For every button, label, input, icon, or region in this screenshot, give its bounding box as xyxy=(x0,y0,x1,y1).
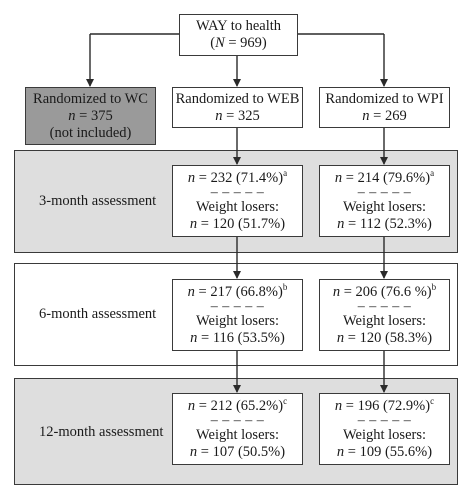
web-6-month-box: n = 217 (66.8%)b – – – – – Weight losers… xyxy=(172,279,303,351)
web-3-month-n: n = 232 (71.4%)a xyxy=(187,168,288,186)
wpi-6-month-box: n = 206 (76.6 %)b – – – – – Weight loser… xyxy=(319,279,450,351)
weight-losers-label: Weight losers: xyxy=(343,199,426,215)
weight-losers-label: Weight losers: xyxy=(343,427,426,443)
web-12-month-box: n = 212 (65.2%)c – – – – – Weight losers… xyxy=(172,393,303,465)
web-3-month-box: n = 232 (71.4%)a – – – – – Weight losers… xyxy=(172,165,303,237)
arm-wc-n: n = 375 xyxy=(68,108,113,124)
wpi-3-month-n: n = 214 (79.6%)a xyxy=(334,168,435,186)
weight-losers-label: Weight losers: xyxy=(196,199,279,215)
web-12-month-n: n = 212 (65.2%)c xyxy=(187,396,288,414)
wpi-3-month-losers: n = 112 (52.3%) xyxy=(337,216,432,232)
band-label-3-month: 3-month assessment xyxy=(39,193,157,209)
wpi-12-month-box: n = 196 (72.9%)c – – – – – Weight losers… xyxy=(319,393,450,465)
arm-web-title: Randomized to WEB xyxy=(175,91,300,107)
arm-wc-note: (not included) xyxy=(49,125,132,141)
wpi-6-month-losers: n = 120 (58.3%) xyxy=(336,330,433,346)
dashed-separator: – – – – – xyxy=(357,185,412,200)
weight-losers-label: Weight losers: xyxy=(196,313,279,329)
band-label-6-month: 6-month assessment xyxy=(39,306,157,322)
top-box: WAY to health (N = 969) xyxy=(179,14,298,56)
top-total: (N = 969) xyxy=(210,35,267,51)
arm-wpi-box: Randomized to WPI n = 269 xyxy=(319,87,450,128)
arm-wpi-n: n = 269 xyxy=(362,108,407,124)
wpi-3-month-box: n = 214 (79.6%)a – – – – – Weight losers… xyxy=(319,165,450,237)
dashed-separator: – – – – – xyxy=(210,185,265,200)
wpi-12-month-n: n = 196 (72.9%)c xyxy=(334,396,435,414)
weight-losers-label: Weight losers: xyxy=(343,313,426,329)
web-6-month-losers: n = 116 (53.5%) xyxy=(190,330,285,346)
wpi-6-month-n: n = 206 (76.6 %)b xyxy=(332,282,437,300)
dashed-separator: – – – – – xyxy=(357,413,412,428)
dashed-separator: – – – – – xyxy=(210,413,265,428)
band-label-12-month: 12-month assessment xyxy=(39,424,164,440)
web-6-month-n: n = 217 (66.8%)b xyxy=(187,282,288,300)
web-12-month-losers: n = 107 (50.5%) xyxy=(189,444,286,460)
arm-wc-box: Randomized to WC n = 375 (not included) xyxy=(25,87,156,145)
arm-web-box: Randomized to WEB n = 325 xyxy=(172,87,303,128)
dashed-separator: – – – – – xyxy=(357,299,412,314)
arm-web-n: n = 325 xyxy=(215,108,260,124)
web-3-month-losers: n = 120 (51.7%) xyxy=(189,216,286,232)
arm-wc-title: Randomized to WC xyxy=(33,91,148,107)
dashed-separator: – – – – – xyxy=(210,299,265,314)
wpi-12-month-losers: n = 109 (55.6%) xyxy=(336,444,433,460)
weight-losers-label: Weight losers: xyxy=(196,427,279,443)
top-title: WAY to health xyxy=(195,18,282,34)
arm-wpi-title: Randomized to WPI xyxy=(325,91,444,107)
